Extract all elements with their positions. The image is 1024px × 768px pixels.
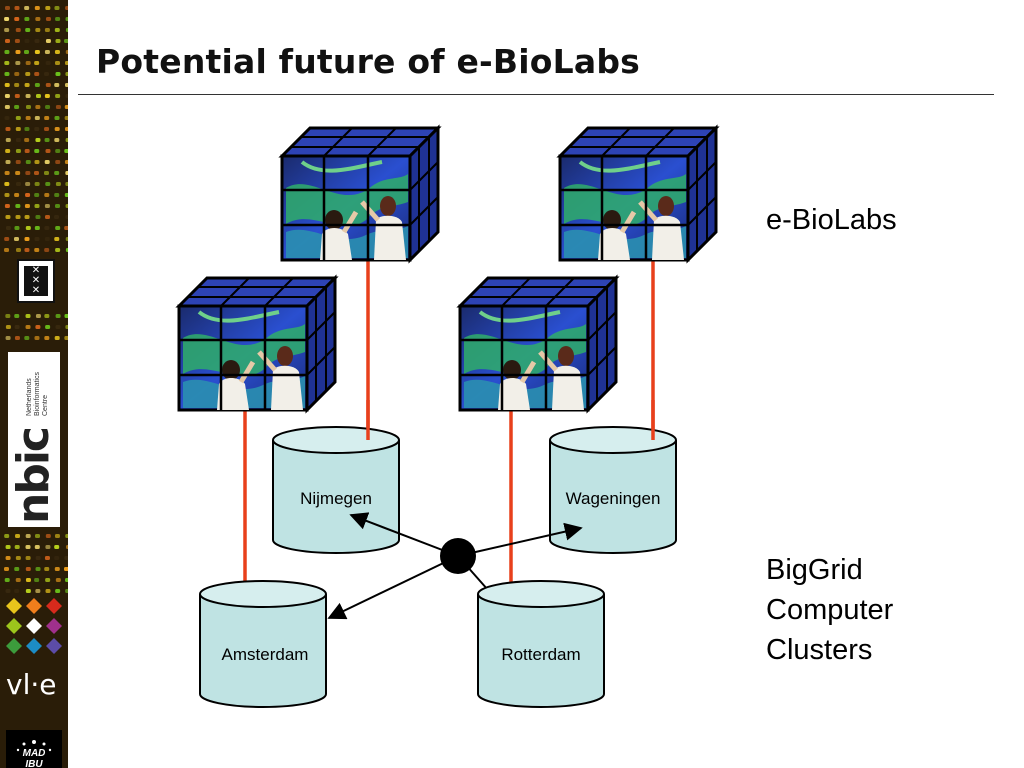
biggrid-label-line-3: Clusters	[766, 634, 873, 666]
madibu-wordmark: MAD	[23, 748, 46, 759]
sidebar-decoration: ✕✕✕ Netherlands Bioinformatics Centre nb…	[0, 0, 68, 768]
cluster-label-nijmegen: Nijmegen	[300, 489, 372, 508]
vle-diamond-logo	[6, 598, 62, 654]
cluster-label-amsterdam: Amsterdam	[222, 645, 309, 664]
nbic-subtitle: Netherlands Bioinformatics Centre	[26, 372, 49, 416]
ebiolab-cube-icon-rotterdam	[460, 278, 616, 410]
cylinder-nijmegen: Nijmegen	[272, 426, 400, 554]
hub-dot-icon	[440, 538, 476, 574]
ebiolab-network-diagram: Nijmegen Wageningen Amsterdam Rotterdam	[68, 100, 768, 708]
cluster-label-rotterdam: Rotterdam	[501, 645, 580, 664]
biggrid-label: BigGrid Computer Clusters	[766, 550, 893, 670]
svg-text:IBU: IBU	[25, 759, 43, 768]
cylinder-wageningen: Wageningen	[549, 426, 677, 554]
cylinder-rotterdam: Rotterdam	[477, 580, 605, 708]
uva-logo: ✕✕✕	[17, 259, 55, 303]
vle-wordmark: vl·e	[6, 668, 57, 701]
ebiolab-cube-icon-nijmegen	[282, 128, 438, 260]
ebiolab-cube-icon-amsterdam	[179, 278, 335, 410]
cluster-label-wageningen: Wageningen	[566, 489, 661, 508]
microarray-pattern	[4, 6, 68, 593]
slide-title: Potential future of e-BioLabs	[96, 42, 641, 81]
nbic-logo: Netherlands Bioinformatics Centre nbic	[8, 352, 60, 527]
ebiolabs-label: e-BioLabs	[766, 204, 897, 236]
cylinder-amsterdam: Amsterdam	[199, 580, 327, 708]
biggrid-label-line-2: Computer	[766, 594, 894, 626]
madibu-logo: MAD IBU	[6, 730, 62, 768]
nbic-wordmark: nbic	[8, 428, 59, 524]
biggrid-label-line-1: BigGrid	[766, 554, 863, 586]
title-divider	[78, 94, 994, 95]
ebiolab-cube-icon-wageningen	[560, 128, 716, 260]
